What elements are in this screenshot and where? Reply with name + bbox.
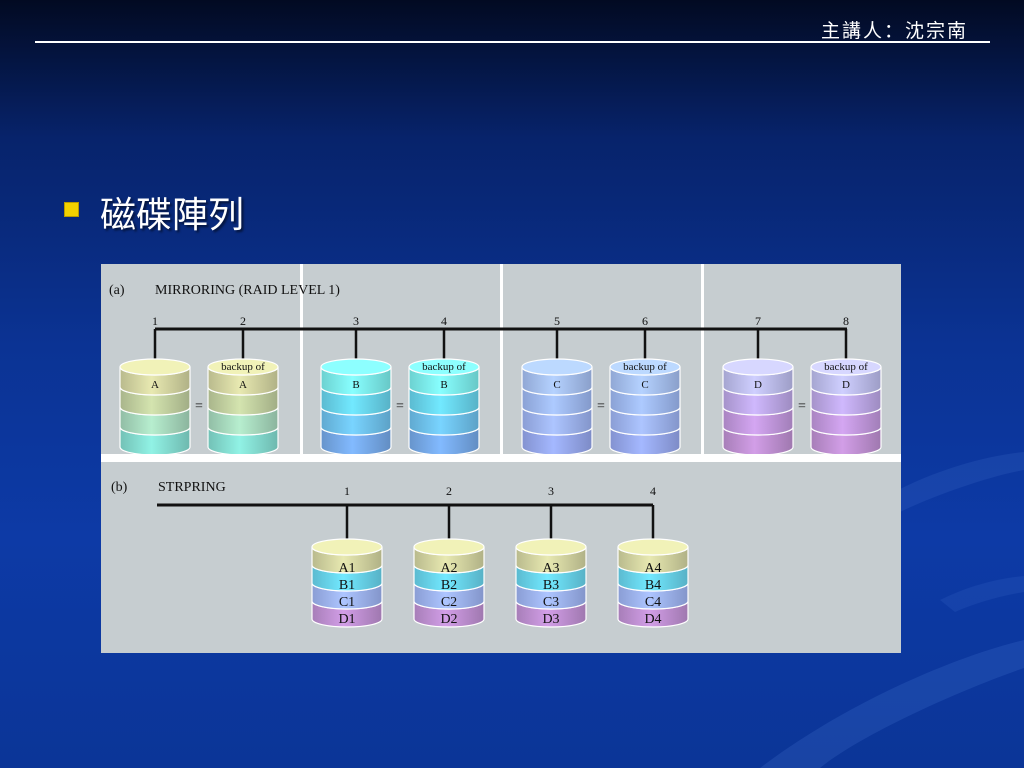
disk-top [810, 358, 882, 376]
mirror-disk-label: C [641, 379, 648, 391]
equals-sign: = [195, 399, 203, 414]
panel-divider [300, 264, 303, 454]
drive-number: 7 [755, 314, 761, 328]
disk-top [521, 358, 593, 376]
drive-number: 4 [441, 314, 447, 328]
mirroring-title: MIRRORING (RAID LEVEL 1) [155, 283, 340, 298]
drive-number: 8 [843, 314, 849, 328]
stripe-label: C2 [441, 595, 457, 610]
primary-disk [521, 358, 593, 456]
panel-divider [500, 264, 503, 454]
header-divider [35, 41, 990, 43]
equals-sign: = [798, 399, 806, 414]
stripe-label: C1 [339, 595, 355, 610]
drive-number: 5 [554, 314, 560, 328]
stripe-label: B3 [543, 578, 559, 593]
stripe-label: D1 [338, 612, 355, 627]
drive-number: 6 [642, 314, 648, 328]
primary-disk [320, 358, 392, 456]
mirror-disk-caption: backup of [422, 361, 466, 373]
disk-top [320, 358, 392, 376]
primary-disk [119, 358, 191, 456]
mirror-disk [207, 358, 279, 456]
stripe-label: B2 [441, 578, 457, 593]
stripe-label: D3 [542, 612, 559, 627]
striping-title: STRPRING [158, 480, 226, 495]
stripe-label: A1 [338, 561, 355, 576]
disk-top [515, 538, 587, 556]
mirror-disk-label: B [440, 379, 447, 391]
mirror-disk [408, 358, 480, 456]
striped-disk [515, 538, 587, 628]
panel-separator [101, 454, 901, 462]
stripe-label: D4 [644, 612, 661, 627]
drive-number: 4 [650, 484, 656, 498]
mirror-disk [810, 358, 882, 456]
disk-top [722, 358, 794, 376]
equals-sign: = [396, 399, 404, 414]
mirror-disk [609, 358, 681, 456]
stripe-label: B1 [339, 578, 355, 593]
mirror-disk-label: A [239, 379, 247, 391]
primary-disk-label: C [553, 379, 560, 391]
primary-disk-label: B [352, 379, 359, 391]
disk-top [207, 358, 279, 376]
stripe-label: A4 [644, 561, 661, 576]
mirroring-panel-label: (a) [109, 283, 125, 298]
stripe-label: A3 [542, 561, 559, 576]
stripe-label: D2 [440, 612, 457, 627]
drive-number: 2 [446, 484, 452, 498]
striping-panel-label: (b) [111, 480, 128, 495]
disk-top [311, 538, 383, 556]
equals-sign: = [597, 399, 605, 414]
striped-disk [617, 538, 689, 628]
disk-top [119, 358, 191, 376]
disk-top [408, 358, 480, 376]
drive-number: 1 [344, 484, 350, 498]
mirror-disk-caption: backup of [824, 361, 868, 373]
mirror-disk-caption: backup of [221, 361, 265, 373]
panel-divider [701, 264, 704, 454]
bullet-square-icon [64, 202, 79, 217]
disk-top [413, 538, 485, 556]
stripe-label: A2 [440, 561, 457, 576]
slide-heading: 磁碟陣列 [100, 195, 245, 236]
stripe-label: C4 [645, 595, 661, 610]
stripe-label: B4 [645, 578, 661, 593]
disk-top [617, 538, 689, 556]
striping-panel [101, 462, 901, 653]
drive-number: 1 [152, 314, 158, 328]
mirror-disk-caption: backup of [623, 361, 667, 373]
speaker-name: 主講人：沈宗南 [820, 20, 968, 42]
striped-disk [413, 538, 485, 628]
disk-top [609, 358, 681, 376]
primary-disk [722, 358, 794, 456]
mirror-disk-label: D [842, 379, 850, 391]
primary-disk-label: A [151, 379, 159, 391]
drive-number: 3 [548, 484, 554, 498]
striped-disk [311, 538, 383, 628]
drive-number: 3 [353, 314, 359, 328]
stripe-label: C3 [543, 595, 559, 610]
drive-number: 2 [240, 314, 246, 328]
primary-disk-label: D [754, 379, 762, 391]
